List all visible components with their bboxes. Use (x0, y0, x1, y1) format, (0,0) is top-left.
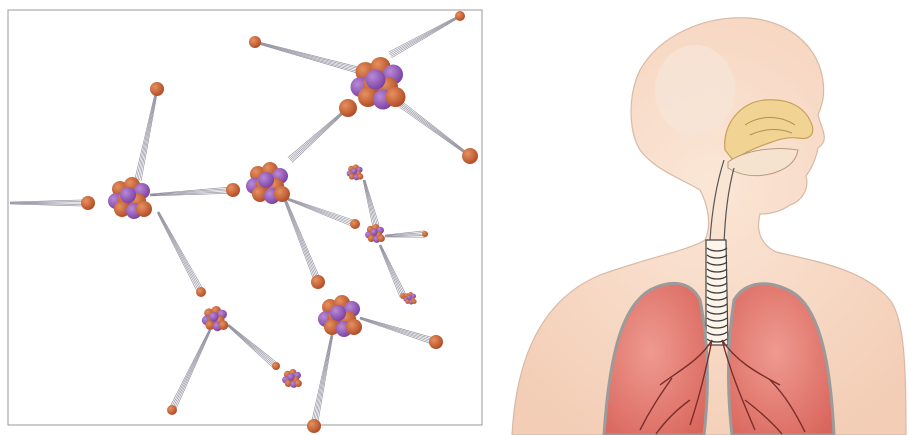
neutron-icon (307, 419, 321, 433)
neutron-icon (311, 275, 325, 289)
neutron-icon (81, 196, 95, 210)
chain-reaction-panel (8, 10, 482, 433)
neutron-icon (429, 335, 443, 349)
neutron-icon (272, 362, 280, 370)
neutron-icon (196, 287, 206, 297)
neutron-icon (249, 36, 261, 48)
neutron-icon (150, 82, 164, 96)
neutron-icon (167, 405, 177, 415)
head-shading (655, 45, 735, 135)
neutron-icon (422, 231, 428, 237)
neutron-icon (455, 11, 465, 21)
neutron-icon (462, 148, 478, 164)
neutron-icon (339, 99, 357, 117)
respiratory-panel (512, 18, 906, 435)
neutron-icon (226, 183, 240, 197)
panel-frame (8, 10, 482, 425)
neutron-icon (350, 219, 360, 229)
